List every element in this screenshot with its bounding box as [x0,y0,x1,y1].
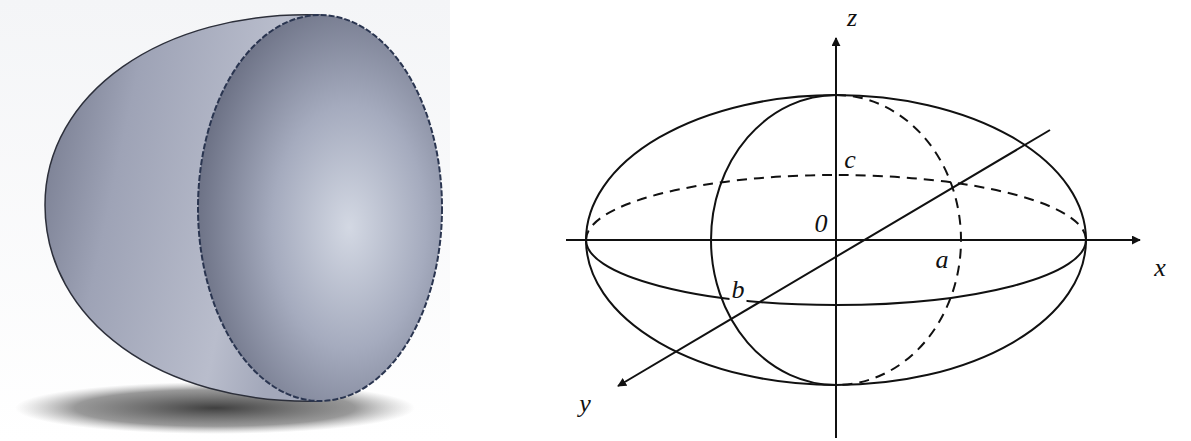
render-background [0,0,450,441]
ellipsoid-diagram [566,38,1140,438]
axis-label: 0 [813,211,830,237]
axis-label: y [577,391,593,417]
axis-label: x [1152,255,1168,281]
shell-rim [198,15,442,401]
axis-label: b [730,277,747,303]
z-axis [835,38,837,438]
y-axis [618,130,1050,386]
x-axis [566,239,1140,241]
axis-label: a [934,247,951,273]
axis-label: z [845,5,859,31]
axis-label: c [842,147,858,173]
